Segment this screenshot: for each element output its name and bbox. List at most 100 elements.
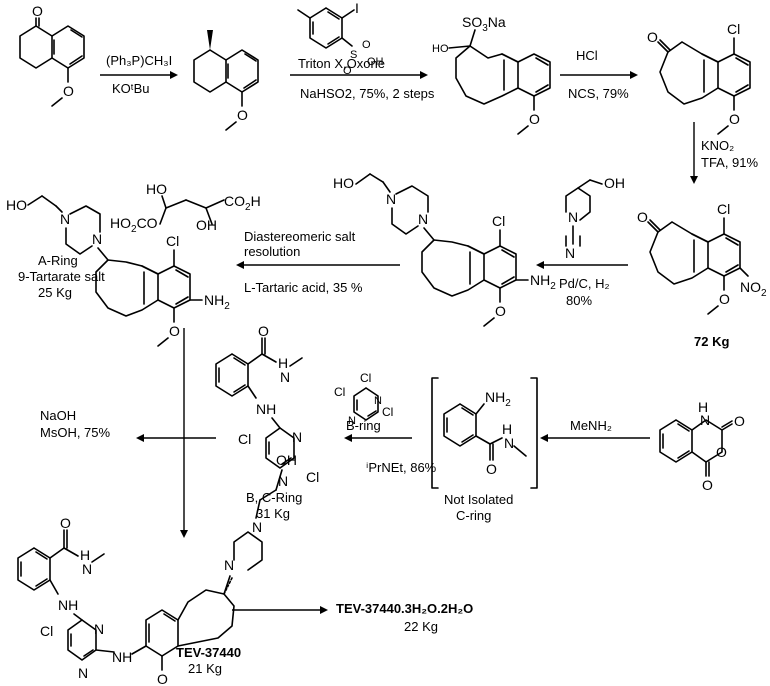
compound-methoxy-tetralone: O O — [19, 3, 85, 107]
atom-oh-pip: OH — [604, 175, 625, 191]
step3-acid: HCl — [576, 48, 598, 63]
arrow-step-2: I S O O OH Triton X,Oxone NaHSO2, 75%, 2… — [290, 0, 435, 101]
atom-n-a2: N — [92, 231, 102, 247]
step9-acid: MsOH, 75% — [40, 425, 111, 440]
atom-n-tev1: N — [82, 561, 92, 577]
atom-o-bc: O — [258, 323, 269, 339]
atom-o-tev2: O — [157, 671, 168, 686]
atom-n-pyr2: N — [348, 415, 356, 427]
atom-nh-pip: N — [565, 245, 575, 261]
label-tev-salt-amount: 22 Kg — [404, 619, 438, 634]
atom-o-ketone: O — [32, 3, 43, 19]
arrow-step-1: (Ph₃P)CH₃I KOᵗBu — [100, 53, 178, 96]
atom-co2h-1: HO2CO — [110, 215, 158, 235]
atom-o-methoxy-3: O — [529, 111, 540, 127]
atom-o-c: O — [486, 461, 497, 477]
compound-amino-piperazine: HO N N Cl NH2 O — [333, 173, 556, 327]
step5-reagent: Pd/C, H₂ — [559, 276, 610, 291]
step5-yield: 80% — [566, 293, 592, 308]
label-tev-amount: 21 Kg — [188, 661, 222, 676]
atom-nh-tev3: NH — [112, 649, 132, 665]
atom-co2h-2: CO2H — [224, 193, 261, 213]
atom-n-tev-p2: N — [78, 665, 88, 681]
step6-reagent: L-Tartaric acid, 35 % — [244, 280, 363, 295]
atom-no2: NO2 — [740, 279, 767, 299]
atom-nh2-a: NH2 — [204, 292, 230, 312]
compound-chloro-ketone: O Cl O — [647, 21, 751, 135]
atom-o-tev: O — [60, 515, 71, 531]
step9-base: NaOH — [40, 408, 76, 423]
atom-o-a: O — [169, 323, 180, 339]
compound-methyl-tetralin: O — [193, 30, 259, 131]
step8-base: ⁱPrNEt, 86% — [366, 460, 437, 475]
atom-o-isatoic-1: O — [734, 413, 745, 429]
step2-conditions: NaHSO2, 75%, 2 steps — [300, 86, 435, 101]
atom-n-bc-p1: N — [292, 429, 302, 445]
atom-n-pip1: N — [568, 209, 578, 225]
atom-n-tev-p1: N — [94, 621, 104, 637]
arrow-step-9: NaOH MsOH, 75% — [40, 328, 216, 538]
atom-o-s1: O — [343, 65, 352, 77]
arrow-step-6: Diastereomeric salt resolution L-Tartari… — [236, 229, 400, 295]
atom-cl-b: Cl — [492, 213, 505, 229]
atom-i: I — [355, 0, 359, 16]
atom-n-isatoic: N — [700, 412, 710, 428]
compound-nitro-ketone: O Cl NO2 O 72 Kg — [637, 201, 767, 349]
atom-nh-isatoic: H — [698, 399, 708, 415]
step1-base: KOᵗBu — [112, 81, 150, 96]
atom-s: S — [350, 49, 357, 61]
atom-cl-pyr2: Cl — [334, 385, 345, 399]
atom-so3na: SO3Na — [462, 14, 506, 34]
atom-n-pyr1: N — [374, 395, 382, 407]
atom-o-methoxy-2: O — [237, 107, 248, 123]
atom-oh-s: OH — [367, 56, 384, 68]
atom-nh-bc1: H — [278, 355, 288, 371]
atom-n-b2: N — [418, 211, 428, 227]
label-a-ring: A-Ring — [38, 253, 78, 268]
compound-a-ring-salt: HO N N Cl NH2 O HO HO2CO OH CO2H A-Ring … — [6, 181, 261, 347]
label-a-ring-amount: 25 Kg — [38, 285, 72, 300]
atom-o-ketone-n: O — [637, 209, 648, 225]
atom-n-tev-pip2: N — [252, 519, 262, 535]
atom-o-methoxy-n: O — [719, 291, 730, 307]
atom-o-methoxy-4: O — [729, 111, 740, 127]
atom-o-isatoic-3: O — [702, 477, 713, 493]
atom-cl-pyr3: Cl — [382, 405, 393, 419]
atom-cl-bc2: Cl — [306, 469, 319, 485]
step8-reagent-label: B-ring — [346, 418, 381, 433]
step3-reagent: NCS, 79% — [568, 86, 629, 101]
atom-n-tev-pip1: N — [224, 557, 234, 573]
atom-o-isatoic-2: O — [716, 444, 727, 460]
atom-ho-3: HO — [432, 43, 449, 55]
atom-cl-bc1: Cl — [238, 431, 251, 447]
atom-n-bc-p2: N — [278, 473, 288, 489]
atom-cl-n: Cl — [717, 201, 730, 217]
compound-bc-ring: O H N NH Cl N N Cl B, C-Ring 31 Kg — [215, 323, 319, 521]
atom-o-b: O — [495, 303, 506, 319]
step6-method: Diastereomeric salt — [244, 229, 356, 244]
label-not-isolated: Not Isolated — [444, 492, 513, 507]
step6-method-2: resolution — [244, 244, 300, 259]
label-bc-ring: B, C-Ring — [246, 490, 302, 505]
atom-o-ketone-4: O — [647, 29, 658, 45]
label-bc-ring-amount: 31 Kg — [256, 506, 290, 521]
arrow-step-4: KNO₂ TFA, 91% — [690, 122, 759, 184]
compound-sulfonate: HO SO3Na O — [432, 14, 551, 135]
arrow-step-7: MeNH₂ — [540, 418, 650, 442]
atom-oh-tev: OH — [276, 452, 297, 468]
step2-reagent: Triton X,Oxone — [298, 56, 385, 71]
atom-n-b1: N — [386, 191, 396, 207]
atom-nh-tev1: H — [80, 547, 90, 563]
label-tev-name: TEV-37440 — [176, 645, 241, 660]
arrow-step-10: TEV-37440.3H₂O.2H₂O 22 Kg — [232, 601, 473, 634]
arrow-step-3: HCl NCS, 79% — [560, 48, 638, 101]
atom-cl-a: Cl — [166, 233, 179, 249]
label-nitro-amount: 72 Kg — [694, 334, 729, 349]
atom-nh2-c: NH2 — [485, 389, 511, 409]
atom-o-methoxy: O — [63, 83, 74, 99]
atom-nh-bc2: NH — [256, 401, 276, 417]
atom-cl-pyr1: Cl — [360, 371, 371, 385]
atom-nh2-b: NH2 — [530, 272, 556, 292]
atom-ho-b: HO — [333, 175, 354, 191]
